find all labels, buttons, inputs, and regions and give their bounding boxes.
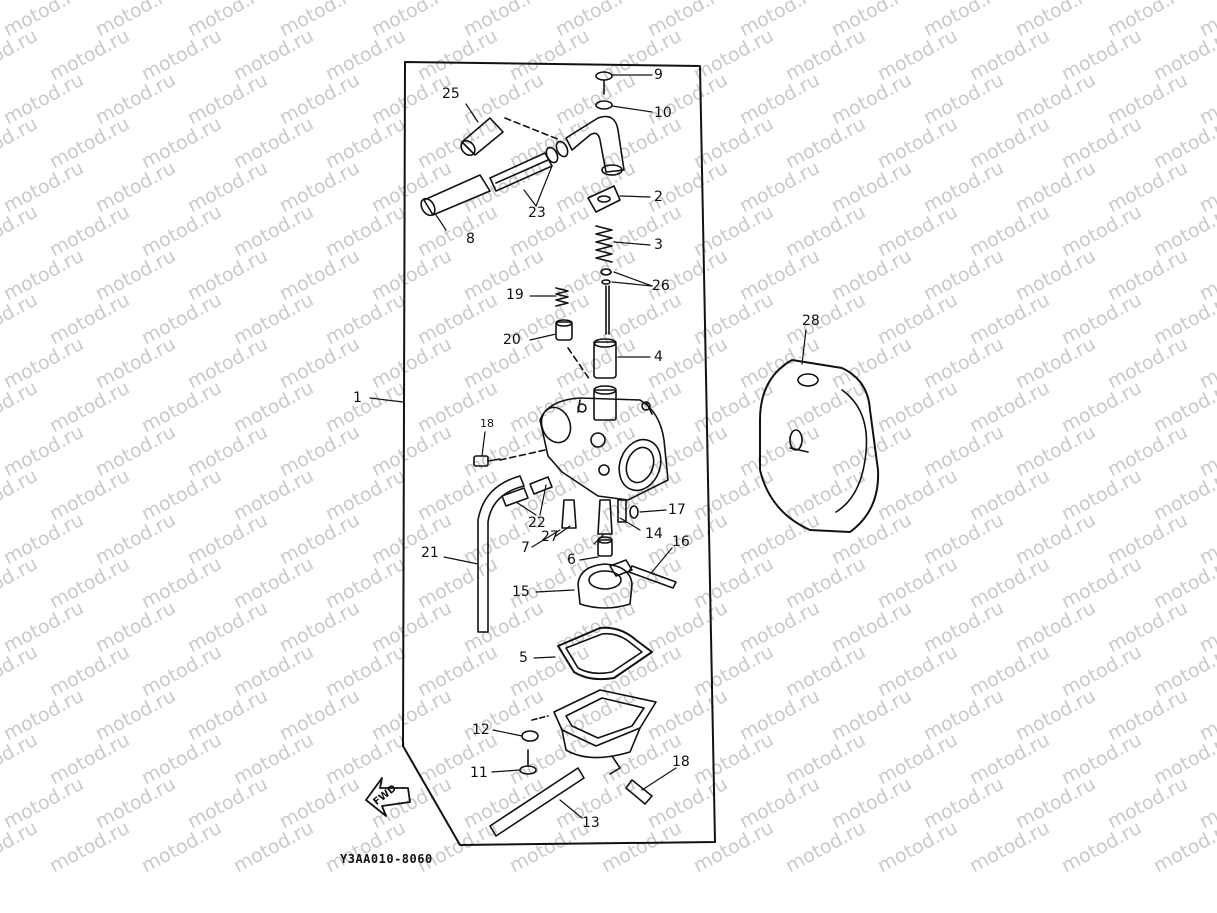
part-27-jet (561, 499, 577, 529)
callout-4: 4 (654, 349, 663, 365)
part-25-cap (460, 117, 504, 157)
callout-15: 15 (512, 584, 530, 600)
callout-26: 26 (652, 278, 670, 294)
part-19-spring (555, 287, 569, 307)
callout-3: 3 (654, 237, 663, 253)
callout-17: 17 (668, 502, 686, 518)
carburetor-body (539, 385, 669, 501)
part-9-screw (595, 71, 613, 95)
callout-21: 21 (421, 545, 439, 561)
part-elbow-pipe (504, 115, 625, 176)
part-26-needle (600, 268, 612, 335)
callout-7: 7 (521, 540, 530, 556)
callout-20: 20 (503, 332, 521, 348)
assembly-outline (402, 61, 716, 846)
callout-8: 8 (466, 231, 475, 247)
part-2-plate (587, 185, 621, 213)
part-7-needle-jet (597, 499, 613, 535)
callout-13: 13 (582, 815, 600, 831)
leader-lines (369, 74, 807, 819)
part-18-screw-left (473, 449, 546, 467)
part-18-screw-right (625, 779, 653, 805)
part-4-throttle-valve (593, 338, 617, 379)
callout-6: 6 (567, 552, 576, 568)
callout-16: 16 (672, 534, 690, 550)
callout-23: 23 (528, 205, 546, 221)
part-3-spring (595, 225, 613, 263)
callout-19: 19 (506, 287, 524, 303)
callout-14: 14 (645, 526, 663, 542)
float-bowl (531, 689, 657, 775)
callout-9: 9 (654, 67, 663, 83)
part-10-washer (595, 100, 613, 110)
callout-12: 12 (472, 722, 490, 738)
callout-10: 10 (654, 105, 672, 121)
part-13-hose (489, 767, 585, 837)
part-11-screw (519, 749, 537, 775)
callout-18-left: 18 (480, 417, 494, 430)
part-17-screw (629, 505, 639, 519)
part-23-rings (545, 140, 569, 164)
part-16-pin (628, 565, 677, 589)
part-21-hose (477, 475, 525, 633)
part-5-gasket (557, 626, 653, 681)
part-22-screws (501, 476, 553, 507)
callout-22: 22 (528, 515, 546, 531)
callout-28: 28 (802, 313, 820, 329)
part-15-float (577, 559, 633, 609)
part-20-valve (555, 319, 591, 381)
part-28-cover (759, 359, 880, 533)
callout-11: 11 (470, 765, 488, 781)
part-6-main-jet (597, 536, 613, 557)
callout-2: 2 (654, 189, 663, 205)
part-12-washer (521, 730, 539, 742)
diagram-code: Y3AA010-8060 (340, 852, 433, 866)
callout-18-right: 18 (672, 754, 690, 770)
callout-25: 25 (442, 86, 460, 102)
callout-27: 27 (541, 529, 559, 545)
callout-1: 1 (353, 390, 362, 406)
forward-arrow (365, 777, 411, 817)
callout-5: 5 (519, 650, 528, 666)
